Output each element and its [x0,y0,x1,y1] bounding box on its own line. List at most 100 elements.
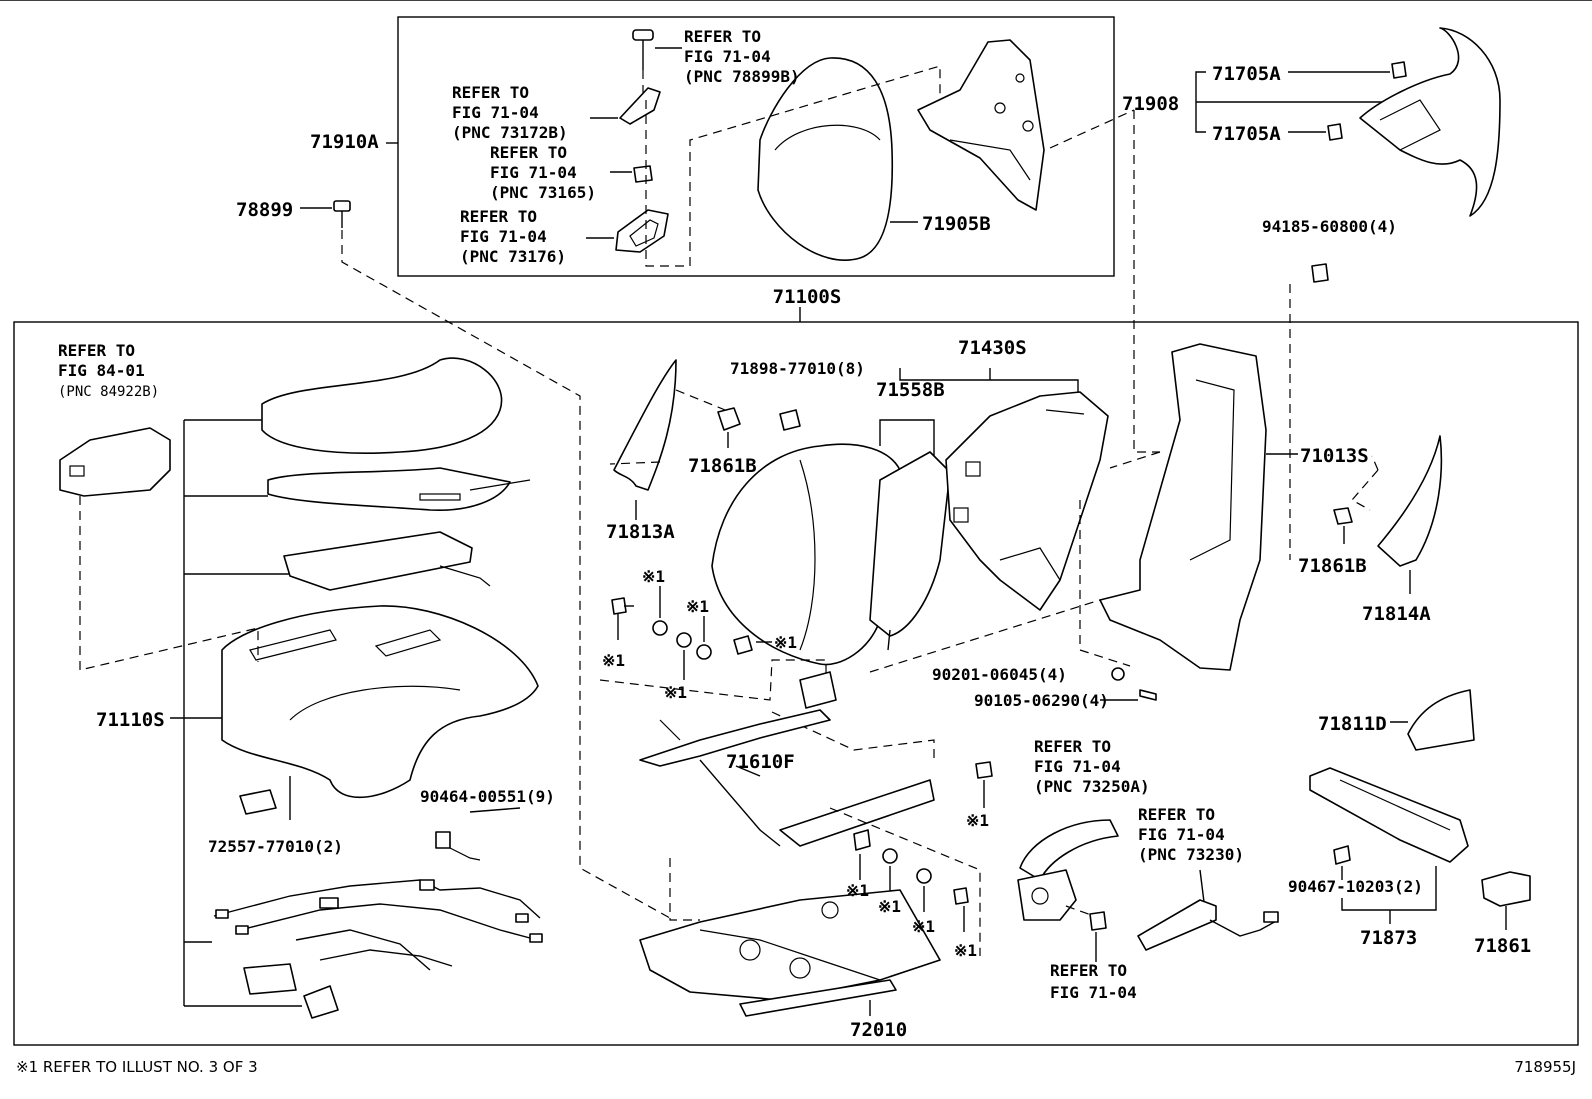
svg-text:FIG 84-01: FIG 84-01 [58,361,145,380]
washer-icon [916,868,932,884]
svg-text:REFER TO: REFER TO [58,341,135,360]
main-assembly-frame [13,321,1579,1046]
svg-text:FIG 71-04: FIG 71-04 [1034,757,1121,776]
svg-text:(PNC 73172B): (PNC 73172B) [452,123,568,142]
nut-icon [1311,263,1329,283]
svg-text:FIG 71-04: FIG 71-04 [1050,983,1137,1002]
svg-text:REFER TO: REFER TO [490,143,567,162]
part-number-label: 71908 [1122,93,1179,115]
part-number-label: 71861B [1298,555,1367,577]
svg-text:※1: ※1 [642,567,665,586]
svg-text:REFER TO: REFER TO [684,27,761,46]
part-number-label: 71813A [606,521,675,543]
belt-buckle-icon [1137,899,1217,951]
illustration-code: 718955J [1514,1058,1576,1076]
wire-harness-icon [213,879,543,971]
svg-text:FIG 71-04: FIG 71-04 [452,103,539,122]
upper-group-frame [397,16,1115,277]
connector-icon [303,985,339,1019]
part-number-label: 71610F [726,751,795,773]
part-number-label: 71430S [958,337,1027,359]
svg-text:(PNC 73176): (PNC 73176) [460,247,566,266]
svg-text:(PNC 78899B): (PNC 78899B) [684,67,800,86]
headrest-icon [757,57,894,261]
sensor-icon [239,789,277,815]
part-labels: 71100S 71910A 78899 71908 71705A 71705A … [16,27,1576,1076]
seatback-cover-icon [1359,27,1501,217]
part-number-label: 71558B [876,379,945,401]
washer-icon [696,644,712,660]
reference-callout: REFER TO FIG 71-04 (PNC 73165) [490,143,596,202]
svg-text:FIG 71-04: FIG 71-04 [1138,825,1225,844]
clip-icon [1391,61,1407,79]
main-assembly-label: 71100S [773,286,842,308]
clip-icon [717,407,741,431]
svg-text:※1: ※1 [954,941,977,960]
washer-icon [882,848,898,864]
clip-icon [779,409,801,431]
part-number-label: 71861B [688,455,757,477]
bolt-icon [611,597,627,615]
adjuster-link-icon [639,709,831,767]
part-number-label: 71873 [1360,927,1417,949]
washer-icon [676,632,692,648]
part-number-label: 71110S [96,709,165,731]
part-number-label: 90467-10203(2) [1288,877,1423,896]
reference-callout: REFER TO FIG 71-04 [1050,961,1137,1002]
part-number-label: 78899 [236,199,293,221]
reference-callout: REFER TO FIG 71-04 (PNC 73176) [460,207,566,266]
svg-text:※1: ※1 [846,881,869,900]
svg-text:REFER TO: REFER TO [460,207,537,226]
part-number-label: 71910A [310,131,379,153]
nut-icon [633,165,653,183]
cover-icon [1407,689,1475,751]
svg-text:FIG 71-04: FIG 71-04 [684,47,771,66]
svg-text:※1: ※1 [686,597,709,616]
svg-text:(PNC 73230): (PNC 73230) [1138,845,1244,864]
svg-text:REFER TO: REFER TO [1050,961,1127,980]
headrest-frame-icon [917,39,1045,211]
svg-text:※1: ※1 [774,633,797,652]
svg-text:(PNC 84922B): (PNC 84922B) [58,384,159,400]
seatback-frame-icon [1099,343,1267,671]
svg-text:FIG 71-04: FIG 71-04 [460,227,547,246]
seatback-trim-icon [613,359,677,491]
svg-text:※1: ※1 [602,651,625,670]
escutcheon-icon [615,209,669,253]
seat-cover-icon [261,357,503,454]
bolt-icon [975,761,993,779]
part-number-label: 72557-77010(2) [208,837,343,856]
bolt-icon [1089,911,1107,931]
footer-note: ※1 REFER TO ILLUST NO. 3 OF 3 [16,1058,258,1076]
reference-callout: REFER TO FIG 71-04 (PNC 73230) [1138,805,1244,864]
part-number-label: 94185-60800(4) [1262,217,1397,236]
svg-text:※1: ※1 [912,917,935,936]
svg-text:REFER TO: REFER TO [452,83,529,102]
bracket-icon [799,671,837,709]
note-mark: ※1 ※1 ※1 ※1 ※1 ※1 ※1 ※1 ※1 ※1 [602,567,989,960]
armrest-icon [59,427,171,497]
bolt-icon [853,829,871,851]
part-number-label: 90105-06290(4) [974,691,1109,710]
part-number-label: 71905B [922,213,991,235]
svg-text:※1: ※1 [966,811,989,830]
belt-guide-icon [1019,819,1119,881]
bolt-icon [1139,689,1157,701]
part-number-label: 90464-00551(9) [420,787,555,806]
seatback-trim-icon [1377,435,1443,567]
part-number-label: 71861 [1474,935,1531,957]
seat-cushion-frame-icon [221,605,539,799]
reference-callout: REFER TO FIG 84-01 (PNC 84922B) [58,341,159,400]
part-number-label: 71814A [1362,603,1431,625]
clip-icon [1333,507,1353,525]
part-number-label: 72010 [850,1019,907,1041]
part-number-label: 71811D [1318,713,1387,735]
part-number-label: 90201-06045(4) [932,665,1067,684]
bolt-icon [953,887,969,905]
track-cover-icon [1309,767,1469,863]
svg-text:※1: ※1 [664,683,687,702]
part-number-label: 71898-77010(8) [730,359,865,378]
svg-text:FIG 71-04: FIG 71-04 [490,163,577,182]
clip-icon [1327,123,1343,141]
